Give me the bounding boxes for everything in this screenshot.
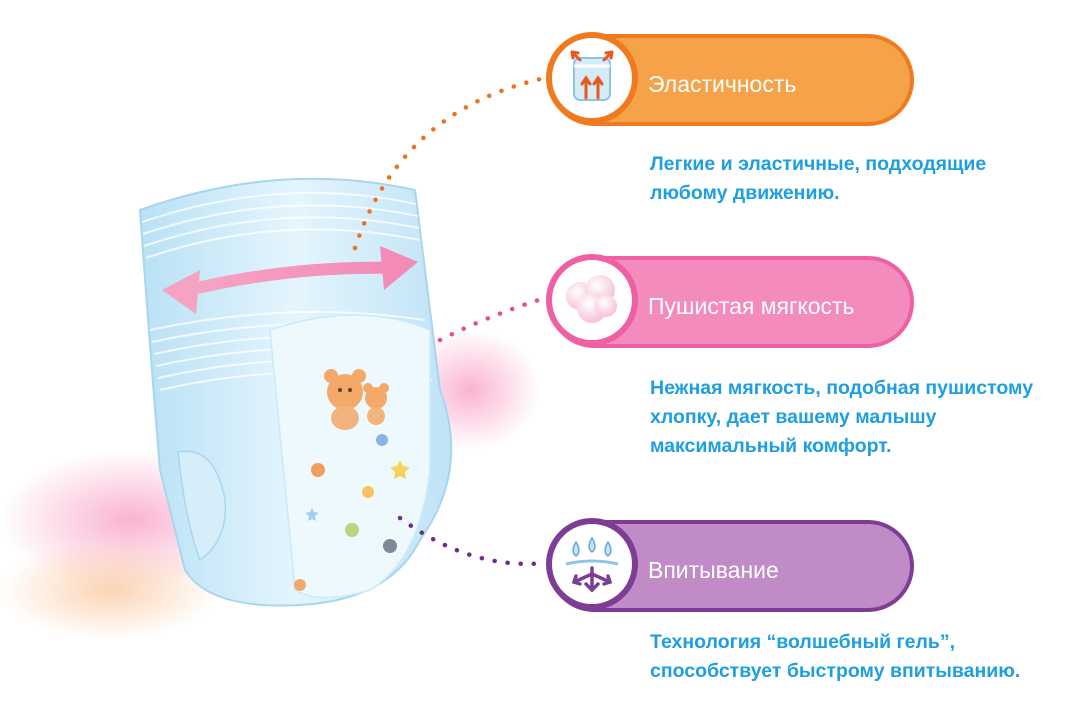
leg-opening [177,450,227,562]
left-glow-2 [0,540,220,640]
elasticity-title: Эластичность [648,71,797,97]
absorption-title: Впитывание [648,557,779,583]
stretch-diaper-icon [570,50,614,101]
softness-desc-line-1: Нежная мягкость, подобная пушистому [650,377,1034,399]
elasticity-desc-line-2: любому движению. [650,182,840,204]
connector-absorption [397,515,548,567]
bear-print [324,369,389,430]
softness-desc-line-3: максимальный комфорт. [650,435,892,457]
softness-description: Нежная мягкость, подобная пушистому хлоп… [650,374,1033,461]
elasticity-badge [546,32,638,124]
softness-title: Пушистая мягкость [648,293,855,319]
absorb-drops-icon [565,536,619,593]
small-prints [294,434,410,591]
absorption-desc-line-1: Технология “волшебный гель”, [650,631,956,653]
softness-badge [546,254,638,346]
cotton-puff-icon [566,275,617,323]
connector-elasticity [352,75,548,251]
elasticity-description: Легкие и эластичные, подходящие любому д… [650,150,986,208]
connector-softness [437,295,548,343]
absorption-description: Технология “волшебный гель”, способствуе… [650,628,1020,686]
absorption-badge [546,518,638,610]
diaper-illustration [0,75,548,640]
elasticity-desc-line-1: Легкие и эластичные, подходящие [650,153,987,175]
stretch-arrow [162,246,418,314]
absorption-desc-line-2: способствует быстрому впитыванию. [650,660,1021,682]
diaper-front-panel [269,314,431,599]
softness-desc-line-2: хлопку, дает вашему малышу [650,406,937,428]
